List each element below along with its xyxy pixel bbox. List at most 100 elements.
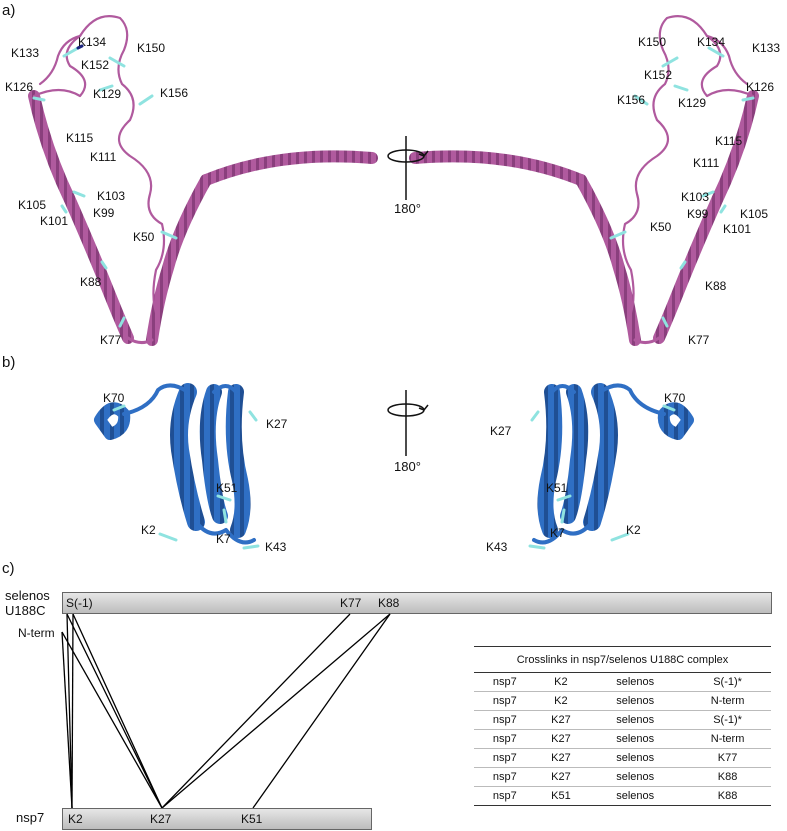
residue-label: K50 bbox=[650, 220, 671, 234]
table-cell: K27 bbox=[536, 711, 587, 730]
residue-label: K88 bbox=[705, 279, 726, 293]
residue-label: K7 bbox=[216, 532, 231, 546]
residue-label: K50 bbox=[133, 230, 154, 244]
selenos-name-line2: U188C bbox=[5, 603, 45, 618]
table-cell: K27 bbox=[536, 749, 587, 768]
residue-label: K126 bbox=[5, 80, 33, 94]
residue-label: K133 bbox=[11, 46, 39, 60]
residue-label: K105 bbox=[18, 198, 46, 212]
residue-label: K126 bbox=[746, 80, 774, 94]
table-cell: S(-1)* bbox=[684, 673, 771, 692]
residue-label: K134 bbox=[697, 35, 725, 49]
table-cell: K27 bbox=[536, 730, 587, 749]
residue-label: K156 bbox=[617, 93, 645, 107]
rotation-label-a: 180° bbox=[394, 201, 421, 216]
table-title: Crosslinks in nsp7/selenos U188C complex bbox=[474, 646, 771, 673]
selenos-name-line1: selenos bbox=[5, 588, 50, 603]
table-cell: selenos bbox=[586, 787, 684, 806]
selenos-site-label: K77 bbox=[340, 596, 361, 610]
table-cell: nsp7 bbox=[474, 711, 536, 730]
selenos-site-label: K88 bbox=[378, 596, 399, 610]
residue-label: K105 bbox=[740, 207, 768, 221]
residue-label: K43 bbox=[486, 540, 507, 554]
selenos-site-label: S(-1) bbox=[66, 596, 93, 610]
table-cell: K2 bbox=[536, 673, 587, 692]
table-cell: K27 bbox=[536, 768, 587, 787]
residue-label: K27 bbox=[266, 417, 287, 431]
residue-label: K77 bbox=[688, 333, 709, 347]
residue-label: K70 bbox=[664, 391, 685, 405]
residue-label: K2 bbox=[141, 523, 156, 537]
nsp7-site-label: K51 bbox=[241, 812, 262, 826]
table-cell: S(-1)* bbox=[684, 711, 771, 730]
residue-label: K101 bbox=[40, 214, 68, 228]
table-cell: selenos bbox=[586, 692, 684, 711]
residue-label: K7 bbox=[550, 526, 565, 540]
residue-label: K133 bbox=[752, 41, 780, 55]
table-cell: K88 bbox=[684, 768, 771, 787]
table-cell: nsp7 bbox=[474, 768, 536, 787]
residue-label: K51 bbox=[546, 481, 567, 495]
table-cell: N-term bbox=[684, 730, 771, 749]
residue-label: K103 bbox=[681, 190, 709, 204]
residue-label: K70 bbox=[103, 391, 124, 405]
residue-label: K152 bbox=[81, 58, 109, 72]
residue-label: K150 bbox=[638, 35, 666, 49]
residue-label: K88 bbox=[80, 275, 101, 289]
nsp7-name: nsp7 bbox=[16, 810, 44, 825]
table-cell: selenos bbox=[586, 768, 684, 787]
table-cell: nsp7 bbox=[474, 673, 536, 692]
table-cell: K77 bbox=[684, 749, 771, 768]
rotation-icon-b bbox=[388, 390, 428, 456]
residue-label: K77 bbox=[100, 333, 121, 347]
residue-label: K101 bbox=[723, 222, 751, 236]
residue-label: K115 bbox=[715, 134, 742, 148]
table-cell: nsp7 bbox=[474, 749, 536, 768]
table-cell: K2 bbox=[536, 692, 587, 711]
nsp7-site-label: K27 bbox=[150, 812, 171, 826]
residue-label: K99 bbox=[687, 207, 708, 221]
table-cell: nsp7 bbox=[474, 787, 536, 806]
structure-figure bbox=[0, 0, 787, 560]
selenos-structure-right bbox=[415, 16, 753, 342]
residue-label: K152 bbox=[644, 68, 672, 82]
residue-label: K27 bbox=[490, 424, 511, 438]
residue-label: K111 bbox=[693, 156, 719, 170]
table-cell: K51 bbox=[536, 787, 587, 806]
table-cell: nsp7 bbox=[474, 730, 536, 749]
nterm-label: N-term bbox=[18, 626, 55, 640]
table-cell: selenos bbox=[586, 711, 684, 730]
table-cell: nsp7 bbox=[474, 692, 536, 711]
table-cell: selenos bbox=[586, 730, 684, 749]
residue-label: K134 bbox=[78, 35, 106, 49]
nsp7-site-label: K2 bbox=[68, 812, 83, 826]
residue-label: K2 bbox=[626, 523, 641, 537]
residue-label: K156 bbox=[160, 86, 188, 100]
rotation-label-b: 180° bbox=[394, 459, 421, 474]
table-cell: selenos bbox=[586, 673, 684, 692]
residue-label: K43 bbox=[265, 540, 286, 554]
rotation-icon-a bbox=[388, 136, 428, 200]
nsp7-sequence-bar bbox=[62, 808, 372, 830]
residue-label: K103 bbox=[97, 189, 125, 203]
selenos-sequence-bar bbox=[62, 592, 772, 614]
residue-label: K111 bbox=[90, 150, 116, 164]
residue-label: K51 bbox=[216, 481, 237, 495]
residue-label: K129 bbox=[93, 87, 121, 101]
nsp7-structure-right bbox=[534, 385, 688, 542]
table-row: nsp7K27selenosS(-1)* bbox=[474, 711, 771, 730]
table-cell: K88 bbox=[684, 787, 771, 806]
residue-label: K150 bbox=[137, 41, 165, 55]
residue-label: K115 bbox=[66, 131, 93, 145]
residue-label: K129 bbox=[678, 96, 706, 110]
table-cell: N-term bbox=[684, 692, 771, 711]
residue-label: K99 bbox=[93, 206, 114, 220]
panel-c-label: c) bbox=[2, 560, 15, 577]
